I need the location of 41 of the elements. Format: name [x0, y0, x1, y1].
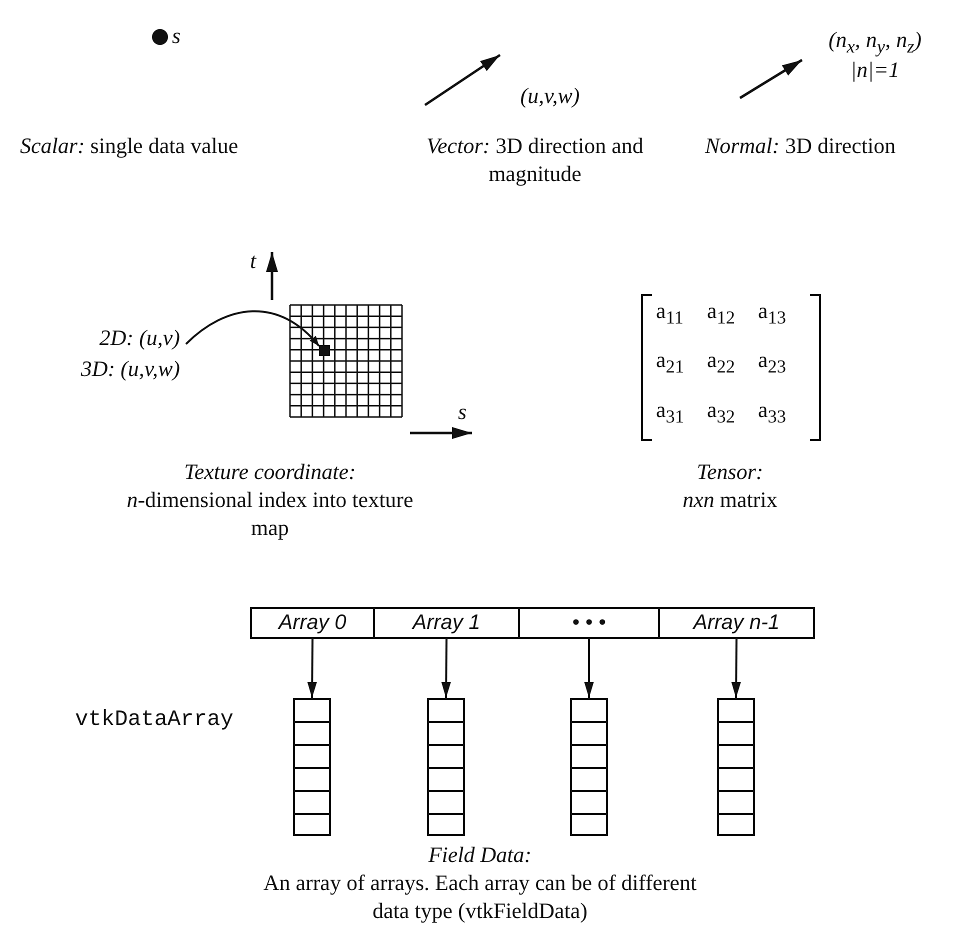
matrix-entry: a$_{33}$	[758, 396, 788, 428]
arrow	[731, 639, 741, 698]
matrix-entry: a$_{22}$	[707, 346, 736, 378]
matrix-entry: a$_{31}$	[656, 396, 686, 428]
scalar-description: Scalar: single data value	[20, 132, 240, 160]
matrix-entry: a$_{23}$	[758, 346, 788, 378]
data-array-column	[293, 698, 331, 836]
matrix-entry: a$_{11}$	[656, 297, 684, 330]
data-array-column	[717, 698, 755, 836]
matrix-entry: a$_{12}$	[707, 297, 736, 330]
arrow	[441, 639, 451, 698]
caption-text: n-dimensional index into texture map	[126, 486, 414, 542]
caption-text: An array of arrays. Each array can be of different data type (vtkFieldData)	[262, 869, 698, 925]
array-slot-cell: Array 1	[373, 607, 520, 639]
caption-heading: Field Data:	[427, 841, 533, 869]
vector-description: Vector: 3D direction and magnitude	[426, 132, 644, 188]
arrow	[185, 310, 320, 347]
matrix-entry: a$_{13}$	[758, 297, 788, 330]
data-array-column	[427, 698, 465, 836]
data-array-column	[570, 698, 608, 836]
array-slot-cell: • • •	[518, 607, 660, 639]
matrix-entry: a$_{21}$	[656, 346, 686, 378]
vector-components-label: (u,v,w)	[519, 82, 581, 110]
caption-heading: Tensor:	[696, 458, 764, 486]
normal-description: Normal: 3D direction	[705, 132, 897, 160]
caption-heading: Texture coordinate:	[183, 458, 357, 486]
axis-label: t	[250, 247, 258, 275]
matrix-entry: a$_{32}$	[707, 396, 736, 428]
array-slot-cell: Array 0	[250, 607, 375, 639]
texel-marker	[319, 345, 330, 356]
normal-components-label: (n$_{x}$, n$_{y}$, n$_{z}$)	[827, 26, 923, 58]
axis-label: s	[458, 398, 468, 426]
array-slot-cell: Array n-1	[658, 607, 815, 639]
texture-coordinate-text: 2D: (u,v)	[98, 324, 180, 352]
variable-label: s	[172, 22, 182, 50]
arrow	[584, 639, 594, 698]
arrow	[307, 639, 317, 698]
caption-text: nxn matrix	[682, 486, 778, 514]
class-name-label: vtkDataArray	[75, 706, 234, 734]
unit-length-label: |n|=1	[850, 56, 900, 84]
texture-coordinate-text: 3D: (u,v,w)	[80, 355, 180, 383]
